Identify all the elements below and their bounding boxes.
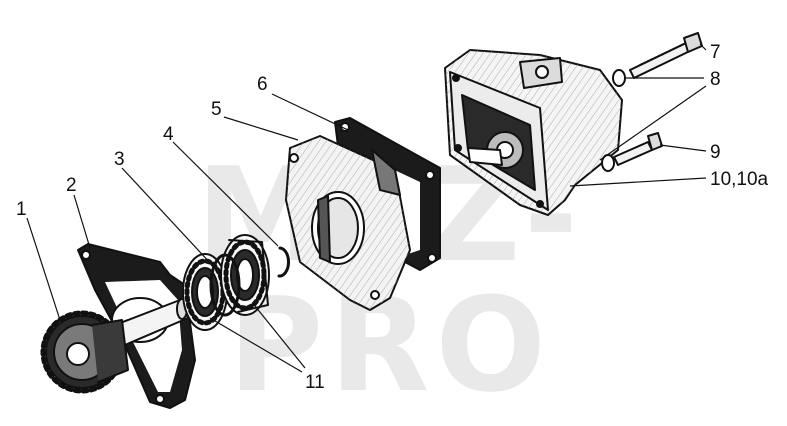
part-8-washer <box>612 69 626 87</box>
callout-2: 2 <box>66 175 77 196</box>
callout-10: 10,10a <box>710 169 769 190</box>
part-7-bolt <box>629 32 703 79</box>
part-11-spacer-ring <box>209 253 241 317</box>
part-9-bolt <box>601 132 663 172</box>
part-4-snap-ring <box>277 246 291 278</box>
callout-6: 6 <box>257 74 268 95</box>
callout-4: 4 <box>163 124 174 145</box>
callout-7: 7 <box>710 42 721 63</box>
part-3-bearing <box>182 253 228 331</box>
part-10-pump-body <box>444 49 623 216</box>
callout-9: 9 <box>710 142 721 163</box>
leader-lines <box>26 43 707 373</box>
callout-1: 1 <box>16 199 27 220</box>
callout-5: 5 <box>211 99 222 120</box>
callout-11: 11 <box>305 372 325 393</box>
part-11-bearing <box>220 234 270 316</box>
callout-3: 3 <box>114 149 125 170</box>
callout-8: 8 <box>710 69 721 90</box>
part-5-flange <box>285 135 411 311</box>
